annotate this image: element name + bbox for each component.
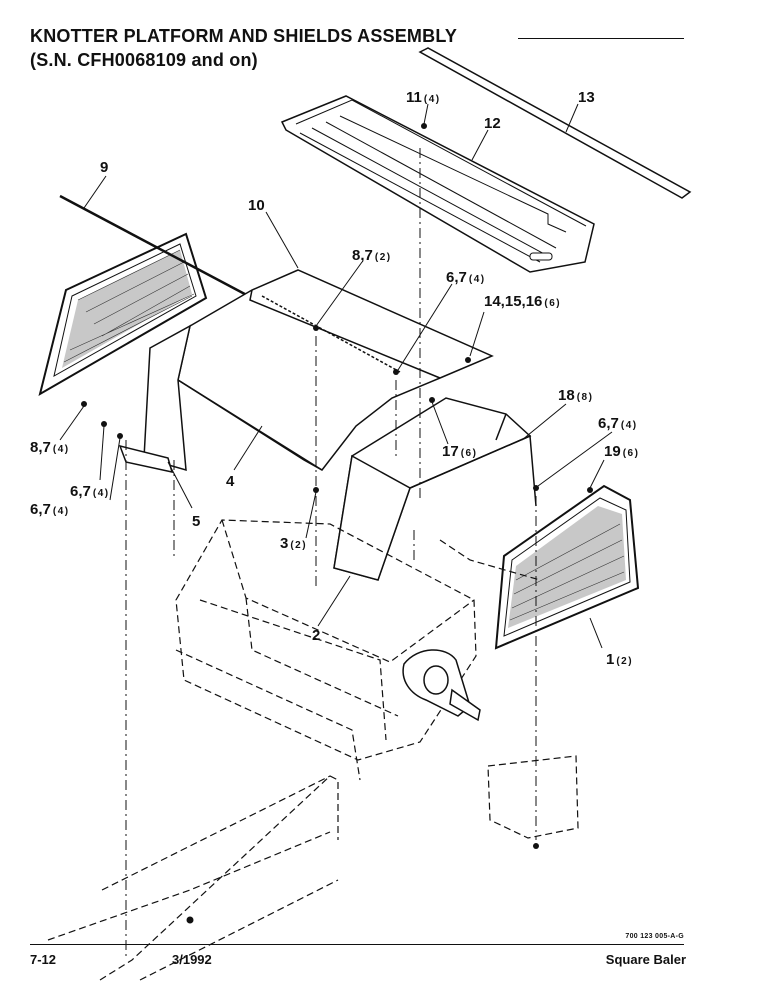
callout-labels: 13 11(4) 12 9 10 8,7(2) 6,7(4) 14,15,16(… [30, 89, 639, 668]
serial-number-subtitle: (S.N. CFH0068109 and on) [30, 50, 258, 70]
callout-8-7-left: 8,7(4) [30, 439, 70, 456]
callout-17: 17(6) [442, 443, 477, 460]
leader-lines [59, 103, 613, 649]
callout-6-7-left-upper: 6,7(4) [70, 483, 110, 500]
callout-10: 10 [248, 197, 265, 214]
title-rule [518, 38, 684, 39]
callout-13: 13 [578, 89, 595, 106]
callout-6-7-right: 6,7(4) [598, 415, 638, 432]
callout-2: 2 [312, 627, 320, 644]
callout-5: 5 [192, 513, 200, 530]
part-9-left-shield [38, 194, 257, 397]
callout-6-7-left-lower: 6,7(4) [30, 501, 70, 518]
callout-8-7-top: 8,7(2) [352, 247, 392, 264]
callout-11: 11(4) [406, 89, 441, 106]
revision-date: 3/1992 [172, 952, 212, 967]
callout-19: 19(6) [604, 443, 639, 460]
model-name: Square Baler [605, 952, 686, 967]
knotter-gearbox [402, 649, 481, 722]
center-lines [125, 148, 537, 960]
page-number: 7-12 [30, 952, 57, 967]
drawing-code: 700 123 005-A-G [625, 933, 684, 940]
callout-6-7-top: 6,7(4) [446, 269, 486, 286]
baler-frame-dashed [47, 519, 579, 981]
part-4-10-center-shield [118, 269, 494, 473]
footer-rule [30, 944, 684, 945]
page-title: KNOTTER PLATFORM AND SHIELDS ASSEMBLY [30, 26, 458, 46]
callout-18: 18(8) [558, 387, 593, 404]
callout-3: 3(2) [280, 535, 307, 552]
callout-1: 1(2) [606, 651, 633, 668]
part-12-top-cover [280, 95, 595, 273]
callout-12: 12 [484, 115, 501, 132]
callout-14-15-16: 14,15,16(6) [484, 293, 561, 310]
part-13-strip [418, 47, 692, 199]
part-1-right-shield [494, 484, 640, 650]
hardware-fasteners [81, 123, 593, 924]
callout-4: 4 [226, 473, 235, 490]
part-2-18-right-shield [333, 397, 537, 581]
callout-9: 9 [100, 159, 108, 176]
